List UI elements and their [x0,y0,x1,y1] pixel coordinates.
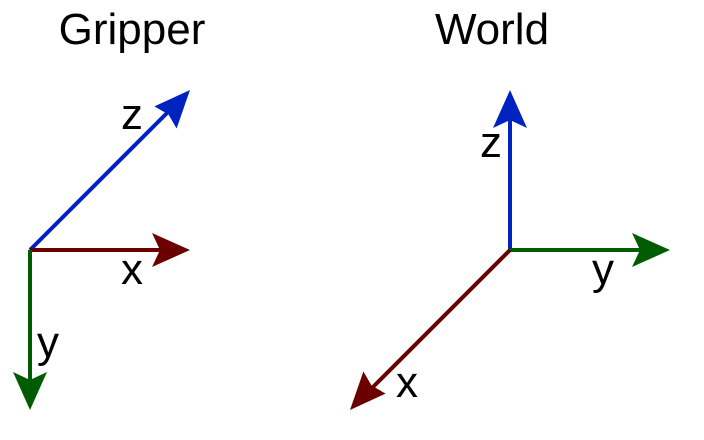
world-title: World [435,5,549,54]
gripper-z-label: z [121,90,143,139]
world-frame: World z y x [350,5,670,410]
world-x-arrowhead [350,371,386,410]
world-x-axis [360,248,512,400]
gripper-z-axis [28,98,182,252]
world-y-arrowhead [632,233,670,267]
world-x-label: x [396,358,418,407]
gripper-x-label: x [121,245,143,294]
gripper-z-arrowhead [154,90,190,129]
gripper-x-arrowhead [152,233,190,267]
world-z-label: z [480,118,502,167]
gripper-frame: Gripper z x y [13,5,205,410]
gripper-title: Gripper [59,5,206,54]
world-z-arrowhead [493,90,527,128]
gripper-y-arrowhead [13,372,47,410]
gripper-y-label: y [37,318,59,367]
world-y-label: y [592,245,614,294]
